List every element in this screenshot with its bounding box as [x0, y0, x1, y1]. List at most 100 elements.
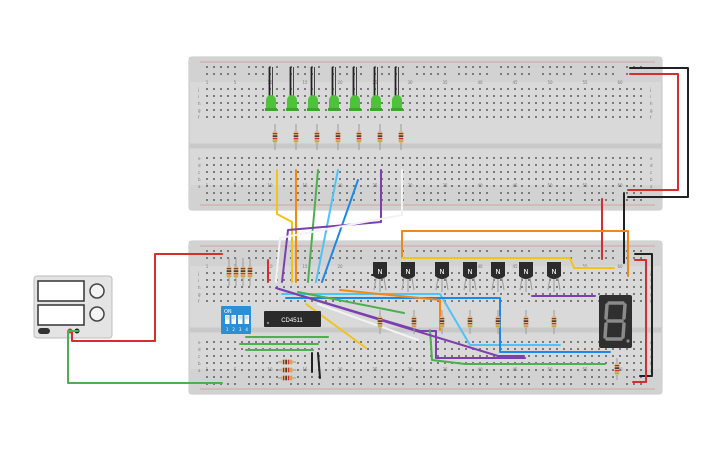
breadboard-hole[interactable]: [416, 164, 418, 166]
breadboard-hole[interactable]: [409, 185, 411, 187]
breadboard-hole[interactable]: [325, 348, 327, 350]
wire-yellow-transistor-bus[interactable]: [401, 257, 615, 269]
breadboard-hole[interactable]: [577, 171, 579, 173]
breadboard-hole[interactable]: [633, 272, 635, 274]
breadboard-hole[interactable]: [626, 369, 628, 371]
breadboard-hole[interactable]: [521, 341, 523, 343]
breadboard-hole[interactable]: [206, 116, 208, 118]
rail-hole[interactable]: [626, 192, 628, 194]
breadboard-hole[interactable]: [479, 102, 481, 104]
breadboard-hole[interactable]: [626, 171, 628, 173]
breadboard-hole[interactable]: [619, 116, 621, 118]
breadboard-hole[interactable]: [388, 88, 390, 90]
breadboard-hole[interactable]: [598, 178, 600, 180]
rail-hole[interactable]: [549, 73, 551, 75]
rail-hole[interactable]: [311, 376, 313, 378]
wire-psu-negative[interactable]: [67, 330, 223, 384]
rail-hole[interactable]: [598, 199, 600, 201]
rail-hole[interactable]: [339, 66, 341, 68]
breadboard-hole[interactable]: [332, 341, 334, 343]
breadboard-hole[interactable]: [367, 88, 369, 90]
breadboard-hole[interactable]: [570, 293, 572, 295]
rail-hole[interactable]: [465, 383, 467, 385]
rail-hole[interactable]: [549, 376, 551, 378]
breadboard-hole[interactable]: [304, 341, 306, 343]
breadboard-hole[interactable]: [535, 185, 537, 187]
breadboard-hole[interactable]: [430, 109, 432, 111]
rail-hole[interactable]: [227, 199, 229, 201]
breadboard-hole[interactable]: [584, 272, 586, 274]
breadboard-hole[interactable]: [332, 369, 334, 371]
rail-hole[interactable]: [542, 383, 544, 385]
rail-hole[interactable]: [570, 66, 572, 68]
breadboard-hole[interactable]: [241, 157, 243, 159]
breadboard-hole[interactable]: [465, 185, 467, 187]
rail-hole[interactable]: [521, 192, 523, 194]
breadboard-hole[interactable]: [591, 185, 593, 187]
breadboard-hole[interactable]: [451, 279, 453, 281]
breadboard-hole[interactable]: [290, 286, 292, 288]
breadboard-hole[interactable]: [423, 185, 425, 187]
breadboard-hole[interactable]: [472, 369, 474, 371]
breadboard-hole[interactable]: [451, 88, 453, 90]
breadboard-hole[interactable]: [262, 300, 264, 302]
rail-hole[interactable]: [346, 192, 348, 194]
breadboard-hole[interactable]: [213, 293, 215, 295]
breadboard-hole[interactable]: [332, 355, 334, 357]
breadboard-hole[interactable]: [584, 109, 586, 111]
green-led[interactable]: [328, 67, 340, 111]
breadboard-hole[interactable]: [493, 293, 495, 295]
breadboard-hole[interactable]: [290, 164, 292, 166]
breadboard-hole[interactable]: [325, 369, 327, 371]
breadboard-hole[interactable]: [304, 178, 306, 180]
rail-hole[interactable]: [612, 250, 614, 252]
breadboard-hole[interactable]: [584, 293, 586, 295]
breadboard-hole[interactable]: [234, 279, 236, 281]
rail-hole[interactable]: [220, 192, 222, 194]
rail-hole[interactable]: [633, 376, 635, 378]
rail-hole[interactable]: [381, 257, 383, 259]
breadboard-hole[interactable]: [458, 95, 460, 97]
breadboard-hole[interactable]: [423, 300, 425, 302]
breadboard-hole[interactable]: [500, 279, 502, 281]
rail-hole[interactable]: [213, 250, 215, 252]
breadboard-hole[interactable]: [500, 88, 502, 90]
breadboard-hole[interactable]: [486, 109, 488, 111]
breadboard-hole[interactable]: [500, 157, 502, 159]
breadboard-hole[interactable]: [360, 286, 362, 288]
rail-hole[interactable]: [605, 257, 607, 259]
breadboard-hole[interactable]: [339, 157, 341, 159]
breadboard-hole[interactable]: [633, 171, 635, 173]
breadboard-hole[interactable]: [626, 362, 628, 364]
breadboard-hole[interactable]: [556, 157, 558, 159]
breadboard-hole[interactable]: [507, 279, 509, 281]
breadboard-hole[interactable]: [535, 164, 537, 166]
rail-hole[interactable]: [360, 66, 362, 68]
breadboard-hole[interactable]: [598, 293, 600, 295]
breadboard-hole[interactable]: [255, 164, 257, 166]
rail-hole[interactable]: [458, 199, 460, 201]
breadboard-hole[interactable]: [269, 164, 271, 166]
breadboard-hole[interactable]: [213, 286, 215, 288]
breadboard-hole[interactable]: [255, 341, 257, 343]
breadboard-hole[interactable]: [248, 300, 250, 302]
breadboard-hole[interactable]: [339, 279, 341, 281]
rail-hole[interactable]: [542, 192, 544, 194]
rail-hole[interactable]: [339, 192, 341, 194]
breadboard-hole[interactable]: [612, 185, 614, 187]
rail-hole[interactable]: [234, 66, 236, 68]
breadboard-hole[interactable]: [612, 293, 614, 295]
breadboard-hole[interactable]: [619, 157, 621, 159]
breadboard-hole[interactable]: [367, 164, 369, 166]
breadboard-hole[interactable]: [430, 88, 432, 90]
rail-hole[interactable]: [206, 192, 208, 194]
breadboard-hole[interactable]: [346, 362, 348, 364]
rail-hole[interactable]: [297, 383, 299, 385]
breadboard-hole[interactable]: [591, 279, 593, 281]
breadboard-hole[interactable]: [479, 185, 481, 187]
breadboard-hole[interactable]: [416, 185, 418, 187]
breadboard-hole[interactable]: [472, 178, 474, 180]
rail-hole[interactable]: [395, 376, 397, 378]
rail-hole[interactable]: [444, 383, 446, 385]
breadboard-hole[interactable]: [563, 185, 565, 187]
